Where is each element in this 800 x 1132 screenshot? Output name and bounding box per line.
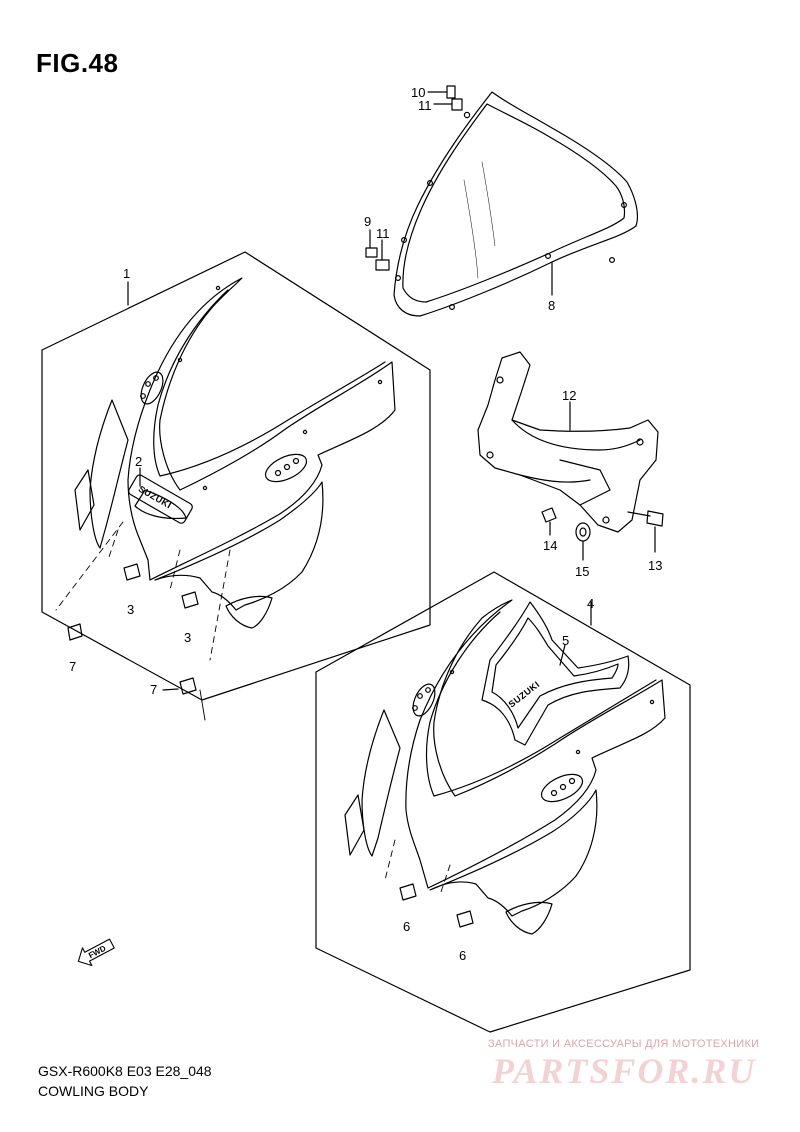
pad-7b	[179, 677, 197, 695]
callout-5: 5	[562, 633, 569, 648]
figure-caption: COWLING BODY	[38, 1083, 149, 1099]
callout-7a: 7	[69, 659, 76, 674]
pad-3b	[181, 591, 199, 609]
callout-11a: 11	[418, 98, 432, 113]
cowling-body-box	[41, 251, 431, 701]
callout-4: 4	[587, 596, 594, 611]
screw-9	[365, 229, 378, 258]
callout-10: 10	[411, 85, 425, 100]
callout-8: 8	[548, 298, 555, 313]
pad-6b	[456, 910, 474, 928]
figure-title: FIG.48	[36, 48, 119, 78]
pad-7a	[67, 623, 83, 641]
cowling-set-box	[315, 571, 691, 1033]
callout-7b: 7	[150, 682, 157, 697]
suzuki-stripe-text: SUZUKI	[507, 679, 542, 709]
well-nut-11	[433, 98, 463, 111]
callout-1: 1	[123, 266, 130, 281]
suzuki-decal-text: SUZUKI	[137, 484, 174, 511]
callout-3b: 3	[184, 630, 191, 645]
pad-3a	[123, 563, 141, 581]
washer-15	[575, 522, 591, 561]
callout-9: 9	[364, 214, 371, 229]
leader-lines-lower	[384, 839, 451, 896]
callout-15: 15	[575, 564, 589, 579]
callout-3a: 3	[127, 602, 134, 617]
callout-14: 14	[543, 538, 557, 553]
cowling-bracket	[477, 351, 659, 533]
screw-10	[427, 85, 456, 99]
model-code: GSX-R600K8 E03 E28_048	[38, 1063, 212, 1079]
cowling-body-lower-set	[344, 599, 666, 935]
cowling-body-upper	[74, 277, 396, 629]
callout-12: 12	[562, 388, 576, 403]
fwd-arrow-icon	[77, 938, 115, 967]
watermark-tagline: ЗАПЧАСТИ И АКСЕССУАРЫ ДЛЯ МОТОТЕХНИКИ	[488, 1038, 760, 1050]
bolt-13	[627, 510, 664, 553]
well-nut-11-lower	[375, 239, 390, 271]
nut-14	[541, 507, 557, 536]
callout-6b: 6	[459, 948, 466, 963]
callouts: 1 2 3 3 4 5 6 6 7 7 8 9 10 11 11 12 13 1…	[69, 85, 662, 963]
callout-6a: 6	[403, 919, 410, 934]
windscreen	[393, 91, 639, 317]
watermark-logo: PARTSFOR.RU	[492, 1051, 757, 1091]
callout-11b: 11	[376, 226, 390, 241]
pad-6a	[399, 883, 417, 901]
callout-13: 13	[648, 558, 662, 573]
suzuki-decal	[128, 474, 193, 524]
leader-lines	[55, 521, 231, 661]
fwd-label: FWD	[87, 944, 108, 961]
stripe-decal-5	[481, 601, 630, 746]
callout-2: 2	[135, 454, 142, 469]
